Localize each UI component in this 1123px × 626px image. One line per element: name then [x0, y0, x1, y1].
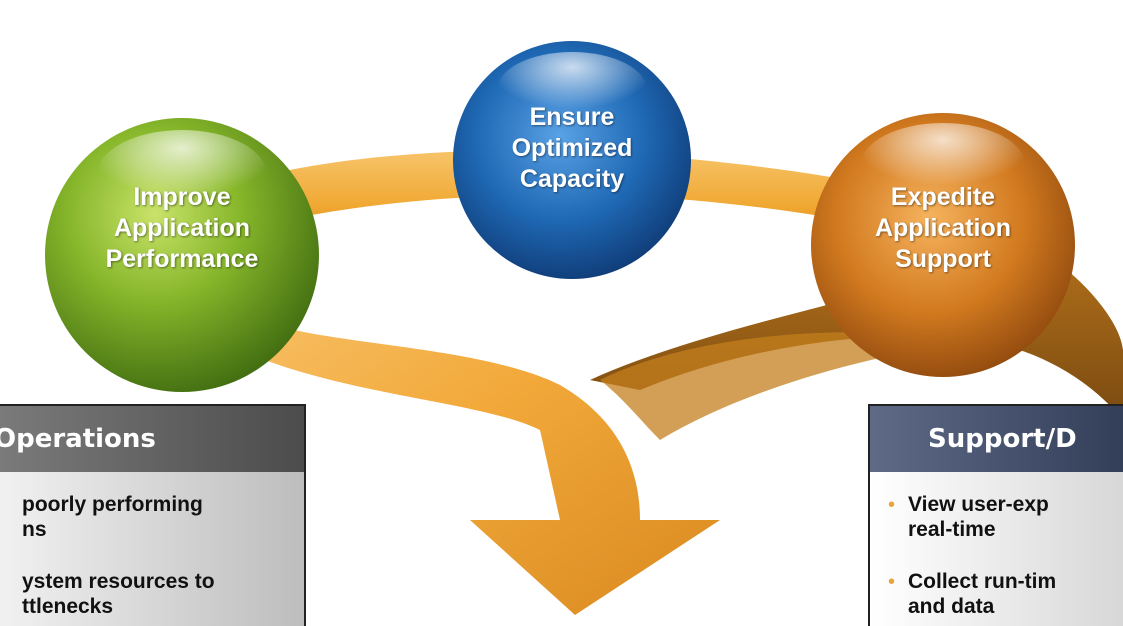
ring-top-band — [190, 150, 1010, 262]
support-bullet-1-line-2: real-time — [908, 518, 996, 541]
operations-panel-body: poorly performing ns ystem resources to … — [0, 472, 304, 626]
ensure-line-3: Capacity — [519, 165, 625, 193]
improve-orb-shine — [97, 130, 267, 220]
operations-bullet-2: ystem resources to ttlenecks — [22, 569, 215, 619]
support-bullet-2-line-2: and data — [908, 595, 995, 618]
expedite-line-2: Application — [874, 214, 1012, 242]
ensure-orb-label: Ensure Optimized Capacity — [452, 102, 692, 195]
improve-line-3: Performance — [105, 245, 259, 273]
support-bullet-1: View user-exp real-time — [908, 492, 1049, 542]
ensure-line-2: Optimized — [511, 134, 633, 162]
expedite-orb-shine — [861, 123, 1025, 207]
expedite-line-3: Support — [895, 245, 991, 273]
improve-line-2: Application — [113, 214, 251, 242]
support-panel-title: Support/D — [928, 424, 1077, 454]
operations-bullet-1: poorly performing ns — [22, 492, 203, 542]
operations-panel: Operations poorly performing ns ystem re… — [0, 404, 306, 626]
operations-bullet-2-line-2: ttlenecks — [22, 595, 114, 618]
support-bullet-1-line-1: View user-exp — [908, 493, 1049, 516]
support-bullet-2-dot: • — [888, 571, 896, 593]
support-panel-body: • View user-exp real-time • Collect run-… — [870, 472, 1123, 626]
expedite-line-1: Expedite — [890, 183, 996, 211]
expedite-orb-label: Expedite Application Support — [818, 182, 1068, 275]
operations-panel-title: Operations — [0, 424, 156, 454]
operations-bullet-2-line-1: ystem resources to — [22, 570, 215, 593]
support-panel-header: Support/D — [870, 406, 1123, 472]
support-panel: Support/D • View user-exp real-time • Co… — [868, 404, 1123, 626]
ensure-line-1: Ensure — [529, 103, 615, 131]
ensure-orb-shine — [497, 52, 647, 128]
support-bullet-1-dot: • — [888, 494, 896, 516]
operations-bullet-1-line-2: ns — [22, 518, 47, 541]
operations-bullet-1-line-1: poorly performing — [22, 493, 203, 516]
support-bullet-2-line-1: Collect run-tim — [908, 570, 1057, 593]
arrow-shadow — [600, 332, 980, 440]
improve-line-1: Improve — [133, 183, 231, 211]
support-bullet-2: Collect run-tim and data — [908, 569, 1056, 619]
operations-panel-header: Operations — [0, 406, 304, 472]
arrow-body — [185, 240, 720, 615]
improve-orb-label: Improve Application Performance — [42, 182, 322, 275]
